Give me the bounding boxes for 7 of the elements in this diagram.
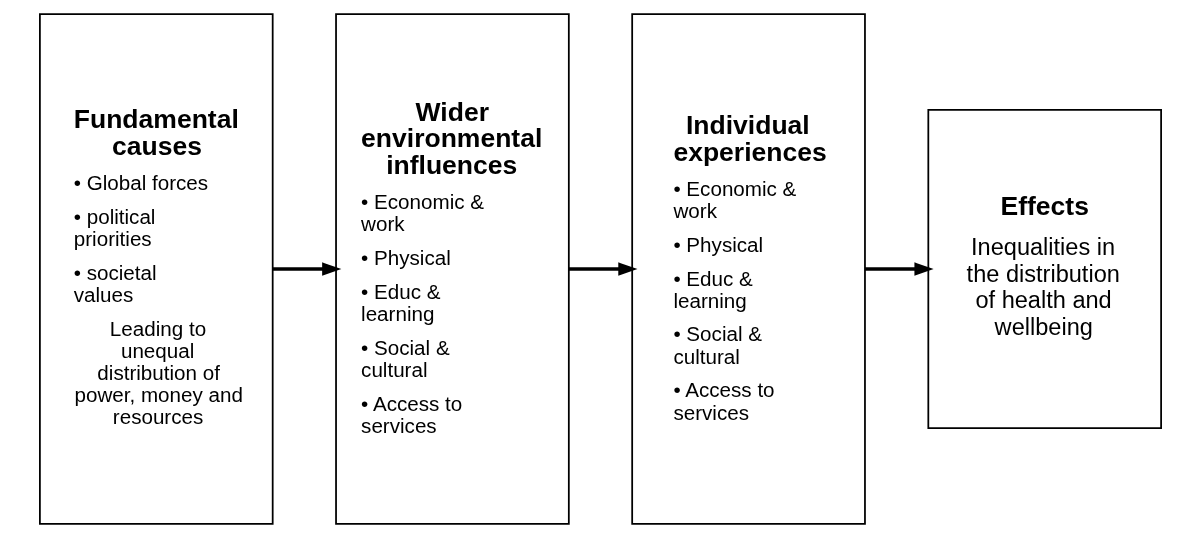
node-box: Effects Inequalities in the distribution of health and wellbeing: [926, 109, 1162, 429]
node-box: Wider environmental influences • Economic & work • Physical • Educ & learning • Social & cultural • Access to services: [334, 13, 570, 525]
node-box: Individual experiences • Economic & work • Physical • Educ & learning • Social & cultural • Access to services: [630, 13, 866, 525]
node-box: Fundamental causes • Global forces • political priorities • societal values Leading to unequal distribution of power, money and resources: [38, 13, 274, 525]
arrow: [864, 262, 934, 276]
arrow: [568, 262, 637, 276]
arrow: [272, 262, 341, 276]
